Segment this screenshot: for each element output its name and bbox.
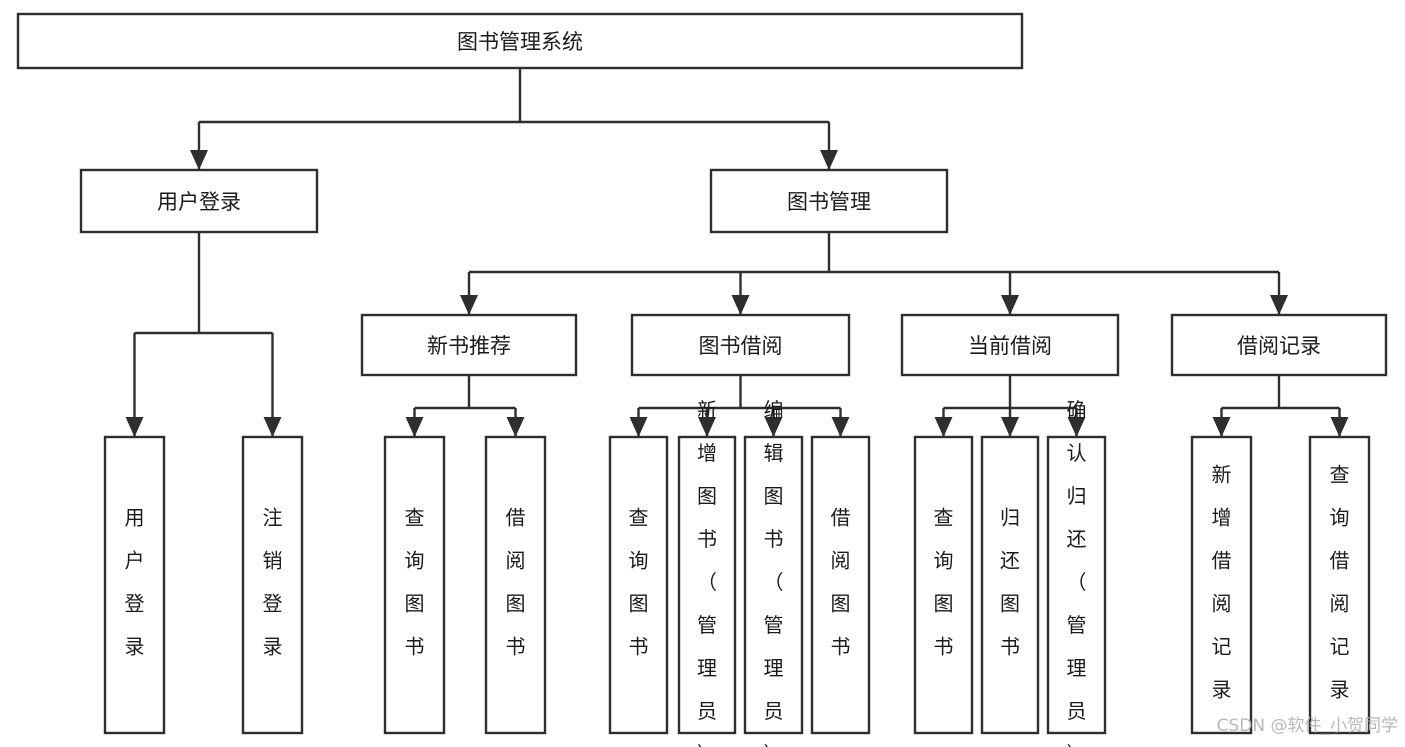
arrow-head-user-login-0 — [125, 417, 144, 437]
node-book-management[interactable]: 图书管理 — [709, 168, 949, 234]
node-leaf-query-book-borrow[interactable]: 查询图书 — [608, 435, 669, 735]
node-leaf-query-book-current[interactable]: 查询图书 — [913, 435, 974, 735]
node-box-leaf-borrow-book-recommend — [484, 435, 547, 735]
node-box-leaf-add-borrow-record — [1190, 435, 1253, 735]
node-box-leaf-add-book — [677, 435, 737, 735]
arrow-head-current-borrow-2 — [1067, 417, 1086, 437]
node-new-book-recommend[interactable]: 新书推荐 — [360, 313, 578, 377]
arrow-head-user-login-1 — [263, 417, 282, 437]
arrow-head-book-borrow-3 — [831, 417, 850, 437]
node-label-leaf-borrow-book-recommend: 借阅图书 — [506, 506, 526, 659]
node-label-leaf-query-book-recommend: 查询图书 — [405, 506, 425, 659]
arrow-head-book-borrow-1 — [698, 417, 716, 437]
node-label-leaf-query-book-borrow: 查询图书 — [629, 506, 649, 659]
node-box-leaf-edit-book — [743, 435, 804, 735]
arrow-head-book-borrow-2 — [764, 417, 783, 437]
arrow-head-root-1 — [820, 150, 838, 170]
node-leaf-edit-book[interactable]: 编辑图书（管理员） — [743, 398, 804, 747]
node-box-borrow-record — [1170, 313, 1388, 377]
node-label-leaf-user-login: 用户登录 — [125, 506, 145, 659]
node-leaf-borrow-book[interactable]: 借阅图书 — [810, 435, 871, 735]
node-book-borrow[interactable]: 图书借阅 — [630, 313, 851, 377]
node-leaf-confirm-return[interactable]: 确认归还（管理员） — [1046, 398, 1107, 747]
arrow-head-new-book-recommend-0 — [405, 417, 424, 437]
node-box-book-borrow — [630, 313, 851, 377]
node-box-leaf-borrow-book — [810, 435, 871, 735]
node-box-current-borrow — [900, 313, 1120, 377]
node-box-user-login — [79, 168, 319, 234]
node-leaf-query-borrow-record[interactable]: 查询借阅记录 — [1308, 435, 1371, 735]
node-label-root: 图书管理系统 — [457, 30, 583, 54]
arrow-head-book-management-1 — [731, 295, 750, 315]
node-leaf-user-logout[interactable]: 注销登录 — [241, 435, 304, 735]
arrow-head-new-book-recommend-1 — [506, 417, 525, 437]
node-boxes-layer: 图书管理系统用户登录图书管理新书推荐图书借阅当前借阅借阅记录用户登录注销登录查询… — [16, 12, 1388, 747]
node-label-leaf-confirm-return: 确认归还（管理员） — [1067, 398, 1087, 747]
node-box-book-management — [709, 168, 949, 234]
csdn-watermark: CSDN @软件_小贺同学 — [1217, 716, 1398, 736]
node-leaf-user-login[interactable]: 用户登录 — [103, 435, 166, 735]
arrow-head-borrow-record-1 — [1330, 417, 1349, 437]
node-box-leaf-return-book — [980, 435, 1040, 735]
node-box-leaf-user-logout — [241, 435, 304, 735]
arrow-head-borrow-record-0 — [1212, 417, 1231, 437]
node-label-leaf-user-logout: 注销登录 — [263, 506, 283, 659]
node-leaf-return-book[interactable]: 归还图书 — [980, 435, 1040, 735]
node-box-new-book-recommend — [360, 313, 578, 377]
node-label-leaf-query-borrow-record: 查询借阅记录 — [1330, 463, 1350, 702]
arrow-head-book-management-3 — [1270, 295, 1288, 315]
node-label-leaf-edit-book: 编辑图书（管理员） — [764, 398, 784, 747]
node-leaf-query-book-recommend[interactable]: 查询图书 — [383, 435, 446, 735]
node-box-leaf-confirm-return — [1046, 435, 1107, 735]
node-current-borrow[interactable]: 当前借阅 — [900, 313, 1120, 377]
node-box-leaf-user-login — [103, 435, 166, 735]
arrow-head-book-management-0 — [460, 295, 478, 315]
node-user-login[interactable]: 用户登录 — [79, 168, 319, 234]
node-label-leaf-add-book: 新增图书（管理员） — [697, 398, 717, 747]
node-box-leaf-query-book-borrow — [608, 435, 669, 735]
node-leaf-borrow-book-recommend[interactable]: 借阅图书 — [484, 435, 547, 735]
arrow-head-book-management-2 — [1001, 295, 1019, 315]
node-label-borrow-record: 借阅记录 — [1237, 334, 1321, 358]
node-label-leaf-borrow-book: 借阅图书 — [831, 506, 851, 659]
node-label-book-borrow: 图书借阅 — [699, 334, 783, 358]
node-leaf-add-book[interactable]: 新增图书（管理员） — [677, 398, 737, 747]
node-leaf-add-borrow-record[interactable]: 新增借阅记录 — [1190, 435, 1253, 735]
arrow-head-current-borrow-0 — [934, 417, 953, 437]
node-label-current-borrow: 当前借阅 — [968, 334, 1052, 358]
arrow-head-root-0 — [190, 150, 208, 170]
connector-lines-layer — [125, 68, 1349, 437]
node-label-user-login: 用户登录 — [157, 190, 241, 214]
node-box-root — [16, 12, 1024, 70]
node-box-leaf-query-book-recommend — [383, 435, 446, 735]
node-label-leaf-add-borrow-record: 新增借阅记录 — [1212, 463, 1232, 702]
node-box-leaf-query-book-current — [913, 435, 974, 735]
node-label-book-management: 图书管理 — [787, 190, 871, 214]
node-label-leaf-query-book-current: 查询图书 — [934, 506, 954, 659]
arrow-head-book-borrow-0 — [629, 417, 648, 437]
node-box-leaf-query-borrow-record — [1308, 435, 1371, 735]
arrow-head-current-borrow-1 — [1001, 417, 1019, 437]
node-root[interactable]: 图书管理系统 — [16, 12, 1024, 70]
node-label-leaf-return-book: 归还图书 — [1000, 506, 1020, 659]
node-label-new-book-recommend: 新书推荐 — [427, 334, 511, 358]
node-borrow-record[interactable]: 借阅记录 — [1170, 313, 1388, 377]
